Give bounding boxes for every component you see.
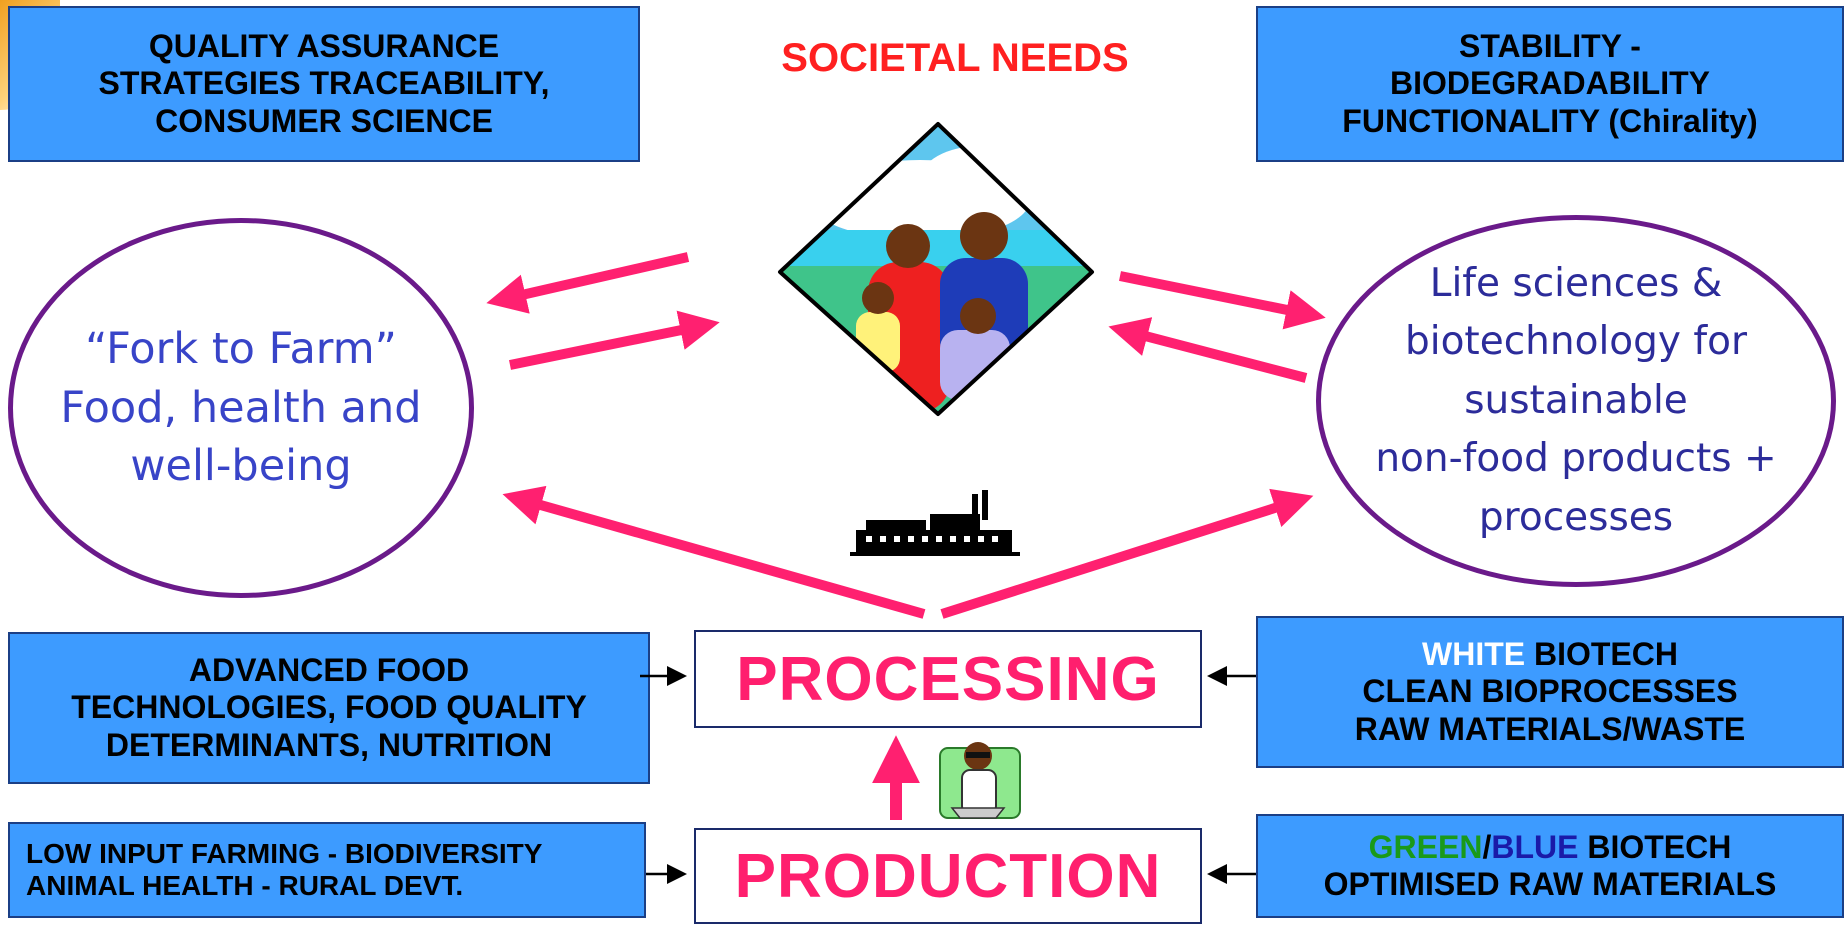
box-line: TECHNOLOGIES, FOOD QUALITY (71, 689, 587, 726)
pink-arrow-to-right-ellipse (1119, 271, 1326, 330)
box-line: BIODEGRADABILITY (1390, 65, 1710, 102)
green-blue-biotech-box: GREEN/BLUE BIOTECH OPTIMISED RAW MATERIA… (1256, 814, 1844, 918)
ellipse-line: “Fork to Farm” (85, 324, 397, 375)
blue-word: BLUE (1491, 828, 1579, 865)
advanced-food-box: ADVANCED FOOD TECHNOLOGIES, FOOD QUALITY… (8, 632, 650, 784)
processing-box: PROCESSING (694, 630, 1202, 728)
family-clipart-icon (778, 122, 1094, 416)
ellipse-line: sustainable (1464, 377, 1688, 423)
box-line: LOW INPUT FARMING - BIODIVERSITY (26, 837, 543, 869)
box-line: WHITE BIOTECH (1422, 636, 1678, 673)
box-line: CONSUMER SCIENCE (155, 102, 493, 139)
ellipse-line: non-food products + (1375, 436, 1777, 482)
low-input-farming-box: LOW INPUT FARMING - BIODIVERSITY ANIMAL … (8, 822, 646, 918)
pink-arrow-to-family-from-right (1108, 317, 1308, 383)
ellipse-line: well-being (130, 441, 352, 492)
box-line: GREEN/BLUE BIOTECH (1369, 829, 1732, 866)
box-line: STRATEGIES TRACEABILITY, (98, 65, 550, 102)
biotech-word: BIOTECH (1525, 636, 1678, 673)
box-line: CLEAN BIOPROCESSES (1362, 673, 1738, 710)
box-line: OPTIMISED RAW MATERIALS (1323, 866, 1777, 902)
societal-needs-title: SOCIETAL NEEDS (781, 36, 1129, 80)
quality-assurance-box: QUALITY ASSURANCE STRATEGIES TRACEABILIT… (8, 6, 640, 162)
box-line: DETERMINANTS, NUTRITION (105, 726, 553, 763)
fork-to-farm-ellipse: “Fork to Farm” Food, health and well-bei… (8, 218, 474, 598)
stability-box: STABILITY - BIODEGRADABILITY FUNCTIONALI… (1256, 6, 1844, 162)
pink-arrow-processing-to-left-ellipse (502, 485, 926, 619)
pink-arrow-to-left-ellipse (486, 252, 690, 314)
pink-arrow-processing-to-right-ellipse (940, 488, 1314, 619)
ellipse-line: Life sciences & (1429, 260, 1723, 306)
pink-arrow-to-family-from-left (509, 310, 720, 370)
green-word: GREEN (1368, 828, 1483, 865)
white-biotech-box: WHITE BIOTECH CLEAN BIOPROCESSES RAW MAT… (1256, 616, 1844, 768)
ellipse-line: Food, health and (60, 382, 422, 433)
production-box: PRODUCTION (694, 828, 1202, 924)
slash: / (1482, 828, 1492, 865)
scientist-icon (939, 742, 1021, 819)
biotech-word: BIOTECH (1578, 828, 1732, 865)
ellipse-line: processes (1478, 494, 1674, 540)
box-line: ANIMAL HEALTH - RURAL DEVT. (26, 870, 464, 901)
white-word: WHITE (1422, 636, 1526, 673)
life-sciences-ellipse: Life sciences & biotechnology for sustai… (1316, 215, 1836, 587)
box-line: RAW MATERIALS/WASTE (1354, 710, 1746, 747)
box-line: QUALITY ASSURANCE (148, 28, 500, 65)
box-line: FUNCTIONALITY (Chirality) (1342, 102, 1758, 139)
ellipse-line: biotechnology for (1404, 319, 1748, 365)
box-line: STABILITY - (1459, 28, 1641, 65)
box-line: ADVANCED FOOD (188, 652, 470, 689)
factory-icon (850, 490, 1020, 556)
